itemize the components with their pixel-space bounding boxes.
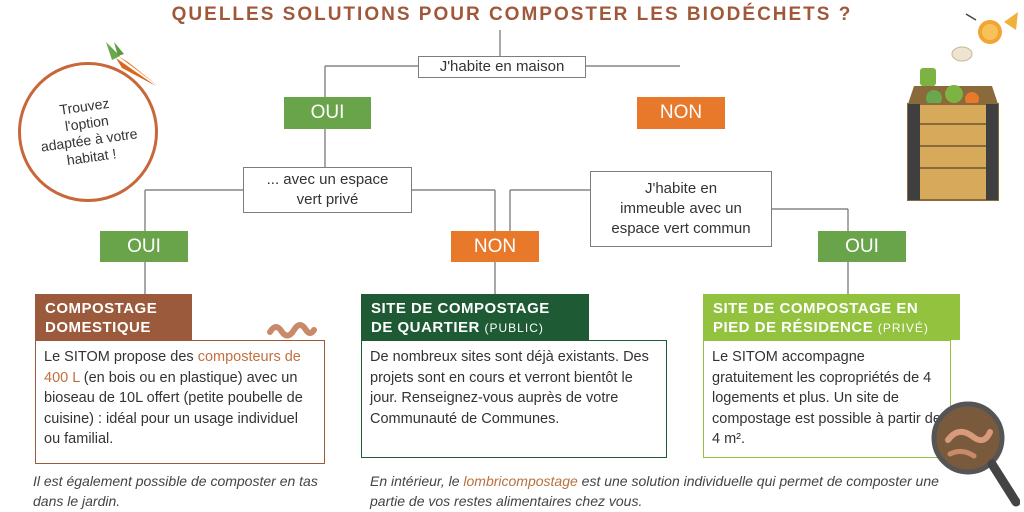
card-text: Le SITOM accompagne gratuitement les cop… — [712, 349, 941, 447]
card-domestic: Le SITOM propose des composteurs de 400 … — [35, 340, 325, 464]
answer-yes-green-space: OUI — [100, 231, 188, 262]
carrot-icon — [106, 42, 158, 86]
answer-no-house: NON — [637, 97, 725, 129]
footnote-text: En intérieur, le — [370, 473, 464, 489]
card-header-line: SITE DE COMPOSTAGE — [371, 300, 550, 317]
question-line: J'habite en — [644, 180, 718, 197]
footnote-text: est une solution individuelle qui permet… — [370, 473, 939, 509]
answer-yes-house: OUI — [284, 97, 371, 129]
worm-icon — [267, 322, 317, 339]
question-line: ... avec un espace — [266, 171, 389, 188]
question-line: vert privé — [296, 191, 359, 208]
card-header-line: DOMESTIQUE — [45, 319, 151, 336]
footnote-garden: Il est également possible de composter e… — [33, 473, 318, 509]
fruit-peel-icon — [951, 12, 1018, 62]
answer-no-green-space: NON — [451, 231, 539, 262]
footnote-indoor: En intérieur, le lombricompostage est un… — [370, 471, 940, 511]
card-header-neighbourhood: SITE DE COMPOSTAGE DE QUARTIER (PUBLIC) — [361, 294, 589, 340]
card-header-line: PIED DE RÉSIDENCE — [713, 319, 874, 336]
question-apartment-box: J'habite en immeuble avec un espace vert… — [590, 171, 772, 247]
question-line: espace vert commun — [611, 220, 751, 237]
card-text: Le SITOM propose des — [44, 349, 198, 365]
card-text: De nombreux sites sont déjà existants. D… — [370, 349, 649, 427]
question-green-space-box: ... avec un espace vert privé — [243, 167, 412, 213]
question-line: immeuble avec un — [620, 200, 742, 217]
question-house-box: J'habite en maison — [418, 56, 586, 78]
card-neighbourhood: De nombreux sites sont déjà existants. D… — [361, 340, 667, 458]
card-header-line: SITE DE COMPOSTAGE EN — [713, 300, 919, 317]
compost-bin-icon — [907, 68, 999, 201]
answer-yes-apartment: OUI — [818, 231, 906, 262]
card-header-sub: (PUBLIC) — [484, 321, 544, 335]
card-header-domestic: COMPOSTAGE DOMESTIQUE — [35, 294, 192, 340]
card-header-line: DE QUARTIER — [371, 319, 480, 336]
card-text-accent: composteurs de 400 L — [44, 349, 301, 386]
page-title: QUELLES SOLUTIONS POUR COMPOSTER LES BIO… — [171, 4, 853, 25]
card-residence: Le SITOM accompagne gratuitement les cop… — [703, 340, 951, 458]
card-header-line: COMPOSTAGE — [45, 300, 158, 317]
magnifier-icon — [931, 401, 1020, 507]
card-text: (en bois ou en plastique) avec un biosea… — [44, 369, 303, 448]
card-header-sub: (PRIVÉ) — [877, 321, 929, 335]
card-header-residence: SITE DE COMPOSTAGE EN PIED DE RÉSIDENCE … — [703, 294, 960, 340]
tip-stamp: Trouvez l'option adaptée à votre habitat… — [18, 62, 158, 202]
footnote-accent: lombricompostage — [463, 473, 578, 489]
